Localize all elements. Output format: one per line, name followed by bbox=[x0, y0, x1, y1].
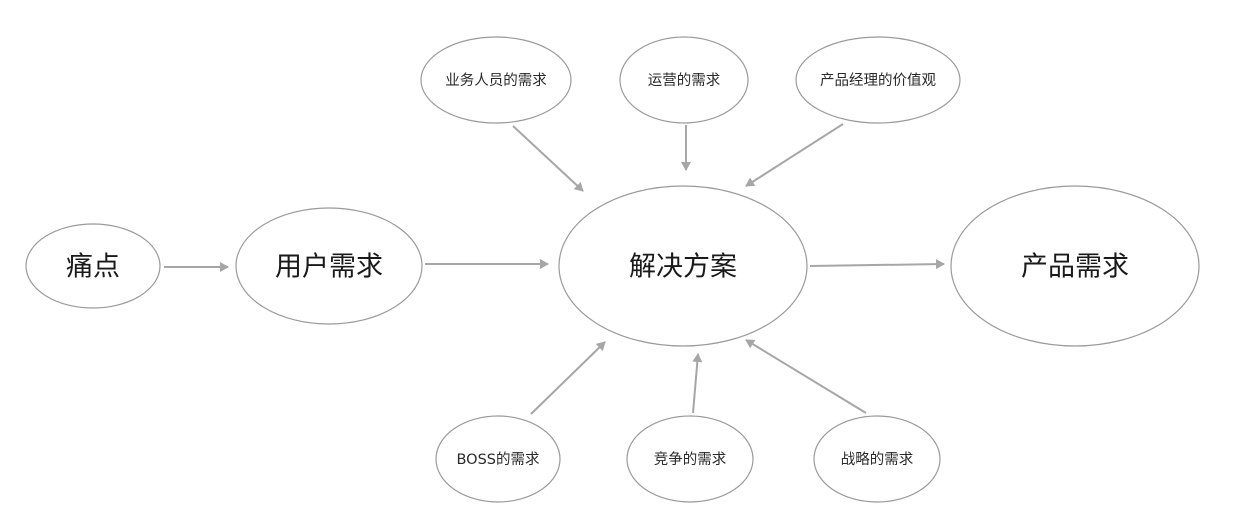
node-pm-values: 产品经理的价值观 bbox=[795, 36, 961, 124]
node-user-needs: 用户需求 bbox=[235, 207, 423, 325]
node-competition-needs-label: 竞争的需求 bbox=[654, 450, 727, 468]
node-solution: 解决方案 bbox=[558, 185, 808, 347]
node-operations-needs: 运营的需求 bbox=[619, 36, 749, 124]
node-pm-values-ellipse bbox=[795, 36, 961, 124]
node-product-requirements-label: 产品需求 bbox=[1021, 252, 1129, 283]
node-boss-needs-label: BOSS的需求 bbox=[456, 451, 540, 468]
node-operations-needs-label: 运营的需求 bbox=[648, 72, 721, 89]
node-pain-point-label: 痛点 bbox=[66, 252, 120, 283]
arrow-solution-to-product-requirements bbox=[809, 259, 945, 270]
node-pm-values-label: 产品经理的价值观 bbox=[820, 72, 936, 89]
arrow-boss-to-solution bbox=[530, 341, 606, 415]
arrow-competition-to-solution bbox=[692, 353, 703, 414]
node-pain-point-ellipse bbox=[25, 223, 161, 309]
node-solution-label: 解决方案 bbox=[629, 252, 737, 283]
arrow-business-staff-to-solution bbox=[512, 125, 584, 192]
node-user-needs-label: 用户需求 bbox=[275, 252, 383, 283]
node-business-staff-needs-label: 业务人员的需求 bbox=[445, 72, 547, 89]
node-pain-point: 痛点 bbox=[25, 223, 161, 309]
node-competition-needs: 竞争的需求 bbox=[626, 415, 754, 503]
node-solution-ellipse bbox=[558, 185, 808, 347]
node-business-staff-needs-ellipse bbox=[420, 36, 572, 124]
arrow-strategy-to-solution bbox=[745, 339, 867, 414]
node-business-staff-needs: 业务人员的需求 bbox=[420, 36, 572, 124]
node-boss-needs-ellipse bbox=[435, 415, 561, 503]
node-product-requirements: 产品需求 bbox=[950, 185, 1200, 347]
node-competition-needs-ellipse bbox=[626, 415, 754, 503]
node-strategy-needs-label: 战略的需求 bbox=[841, 451, 914, 468]
arrow-pm-values-to-solution bbox=[745, 123, 844, 187]
node-strategy-needs: 战略的需求 bbox=[813, 415, 941, 503]
arrows-group bbox=[164, 123, 945, 415]
node-operations-needs-ellipse bbox=[619, 36, 749, 124]
node-user-needs-ellipse bbox=[235, 207, 423, 325]
node-product-requirements-ellipse bbox=[950, 185, 1200, 347]
node-strategy-needs-ellipse bbox=[813, 415, 941, 503]
node-boss-needs: BOSS的需求 bbox=[435, 415, 561, 503]
